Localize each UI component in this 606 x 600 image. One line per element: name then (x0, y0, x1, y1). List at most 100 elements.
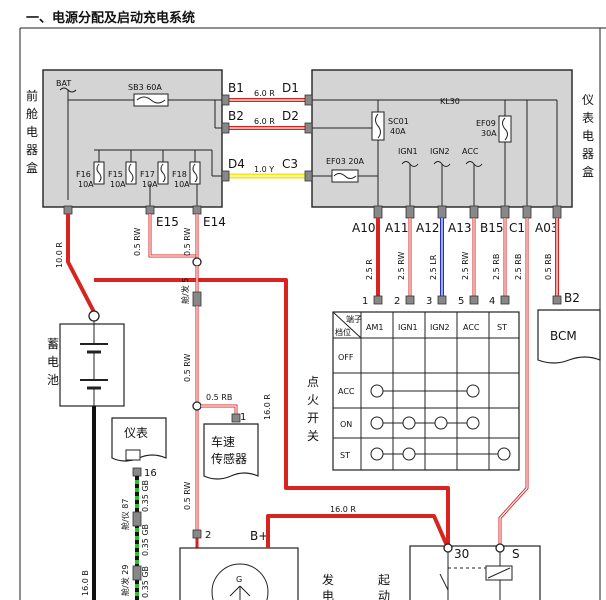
label-c3: C3 (282, 157, 298, 171)
front-box-output-wires: 10.0 R E15 E14 0.5 RW 0.5 RW 16.0 R 舱/发 … (55, 205, 450, 548)
connector-d2 (304, 122, 313, 134)
table-corner-position: 档位 (335, 327, 351, 337)
splice-e14 (192, 257, 202, 267)
starter-body (409, 545, 541, 600)
sb3-label: SB3 60A (128, 83, 162, 92)
front-box-label-3: 电 (26, 125, 38, 139)
connector-b1 (221, 94, 230, 106)
connector-alt-2 (192, 529, 202, 539)
wire-gb2-label: 0.35 GB (141, 524, 150, 556)
wire-d4-c3-label: 1.0 Y (254, 165, 274, 174)
alt-label-1: 发 (322, 572, 334, 587)
ip-box-label-5: 盒 (582, 164, 594, 179)
connector-d4 (221, 170, 230, 182)
switch-pin-5-label: 5 (458, 296, 464, 307)
ip-box-label-1: 仪 (582, 93, 594, 107)
bat-label: BAT (56, 79, 71, 88)
col-st: ST (497, 323, 507, 332)
switch-pin-1 (373, 295, 383, 305)
switch-pin-3-label: 3 (426, 296, 432, 307)
ip-box-label-3: 电 (582, 129, 594, 143)
battery-positive-node (88, 310, 100, 322)
sc01-label: SC01 (388, 117, 409, 126)
connector-a13 (469, 205, 479, 219)
label-d2: D2 (282, 109, 299, 123)
wire-c1-label: 2.5 RB (514, 254, 523, 280)
wire-e14-label: 0.5 RW (183, 228, 192, 257)
label-a11: A11 (385, 221, 408, 235)
wire-speed-label: 0.5 RB (206, 393, 232, 402)
ef09-label: EF09 (476, 119, 496, 128)
wire-speed (201, 404, 238, 414)
acc-label: ACC (462, 147, 479, 156)
alt-label-2: 电 (322, 589, 334, 600)
f16-rating: 10A (78, 180, 94, 189)
ignition-label-2: 火 (307, 393, 319, 407)
battery-label-1: 蓄 (47, 337, 59, 351)
cluster-pin-label: 16 (144, 468, 157, 479)
connector-cluster-16 (132, 467, 142, 477)
wire-a13-label: 2.5 RW (461, 252, 470, 281)
wire-alt-rw-label: 0.5 RW (183, 482, 192, 511)
f16-label: F16 (76, 170, 91, 179)
battery-label-2: 电 (47, 355, 59, 369)
alternator: 2 G B+ 16.0 R 发 电 (179, 505, 450, 600)
instrument-cluster: 仪表 16 0.35 GB 舱/仪 87 0.35 GB 舱/发 29 0.35… (111, 417, 167, 600)
on-acc-contact (466, 416, 480, 430)
connector-b15 (500, 205, 510, 219)
wire-b1-d1-label: 6.0 R (254, 89, 275, 98)
f18-label: F18 (172, 170, 187, 179)
fuse-f15: F15 10A (108, 150, 137, 189)
speed-sensor-body (203, 423, 259, 480)
front-box-label-4: 器 (26, 143, 38, 157)
label-b15: B15 (480, 221, 504, 235)
sc01-rating: 40A (390, 127, 406, 136)
bcm-body (537, 309, 601, 364)
label-bcm-b2: B2 (564, 291, 580, 305)
switch-pin-4 (500, 295, 510, 305)
ignition-label-1: 点 (307, 375, 319, 389)
st-am1-contact (370, 447, 384, 461)
bcm-module: BCM (537, 309, 601, 364)
f15-rating: 10A (110, 180, 126, 189)
st-ign1-contact (402, 447, 416, 461)
ign1-label: IGN1 (398, 147, 418, 156)
switch-pin-1-label: 1 (362, 296, 368, 307)
ignition-label-3: 开 (307, 411, 319, 425)
wire-main-16r (94, 278, 450, 548)
alt-g-label: G (236, 575, 242, 584)
ef09-rating: 30A (481, 129, 497, 138)
wire-a12-label: 2.5 LR (429, 254, 438, 280)
connector-speed (231, 413, 241, 423)
connector-e14 (192, 205, 202, 215)
vehicle-speed-sensor: 车速 传感器 (203, 423, 259, 480)
connector-bcm-b2 (552, 295, 562, 305)
wire-start-16r-label: 16.0 R (330, 505, 356, 514)
starter-s-label: S (512, 547, 520, 561)
alt-bplus-label: B+ (250, 529, 268, 543)
col-am1: AM1 (366, 323, 383, 332)
battery-body (59, 323, 125, 407)
label-a03: A03 (535, 221, 558, 235)
label-c1: C1 (509, 221, 525, 235)
on-ign1-contact (402, 416, 416, 430)
bcm-label: BCM (550, 329, 577, 343)
switch-pin-2 (405, 295, 415, 305)
ip-output-wires: A10 A11 A12 A13 B15 C1 A03 2.5 R 2.5 RW … (352, 205, 580, 548)
wire-a10-label: 2.5 R (365, 259, 374, 280)
row-on: ON (340, 420, 352, 429)
connector-bat-out (63, 205, 73, 215)
acc-acc-contact (466, 384, 480, 398)
label-b2: B2 (228, 109, 244, 123)
f15-label: F15 (108, 170, 123, 179)
switch-pin-3 (437, 295, 447, 305)
wire-bat-main-label: 10.0 R (55, 242, 64, 268)
page-title: 一、电源分配及启动充电系统 (26, 10, 195, 26)
wire-a11-label: 2.5 RW (397, 252, 406, 281)
wire-e14-down-label: 0.5 RW (183, 354, 192, 383)
table-corner-terminal: 端子 (346, 314, 362, 324)
wire-bat-neg-label: 16.0 B (81, 570, 90, 596)
label-e15: E15 (156, 215, 179, 229)
connector-a03 (552, 205, 562, 219)
cluster-label: 仪表 (124, 426, 148, 440)
